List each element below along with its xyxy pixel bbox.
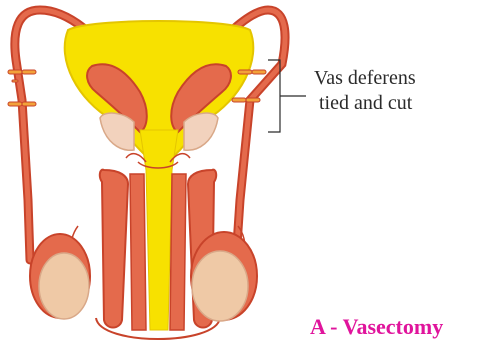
prostate — [100, 113, 134, 150]
annotation-line-2: tied and cut — [319, 91, 412, 116]
right-testis — [192, 251, 248, 321]
figure-caption: A - Vasectomy — [310, 314, 443, 340]
right-tie-upper — [238, 70, 266, 74]
left-corpus — [100, 170, 128, 328]
right-tie-lower — [232, 98, 260, 102]
annotation-line-1: Vas deferens — [314, 66, 416, 91]
left-tie-lower — [8, 102, 36, 106]
left-testis — [39, 253, 89, 319]
